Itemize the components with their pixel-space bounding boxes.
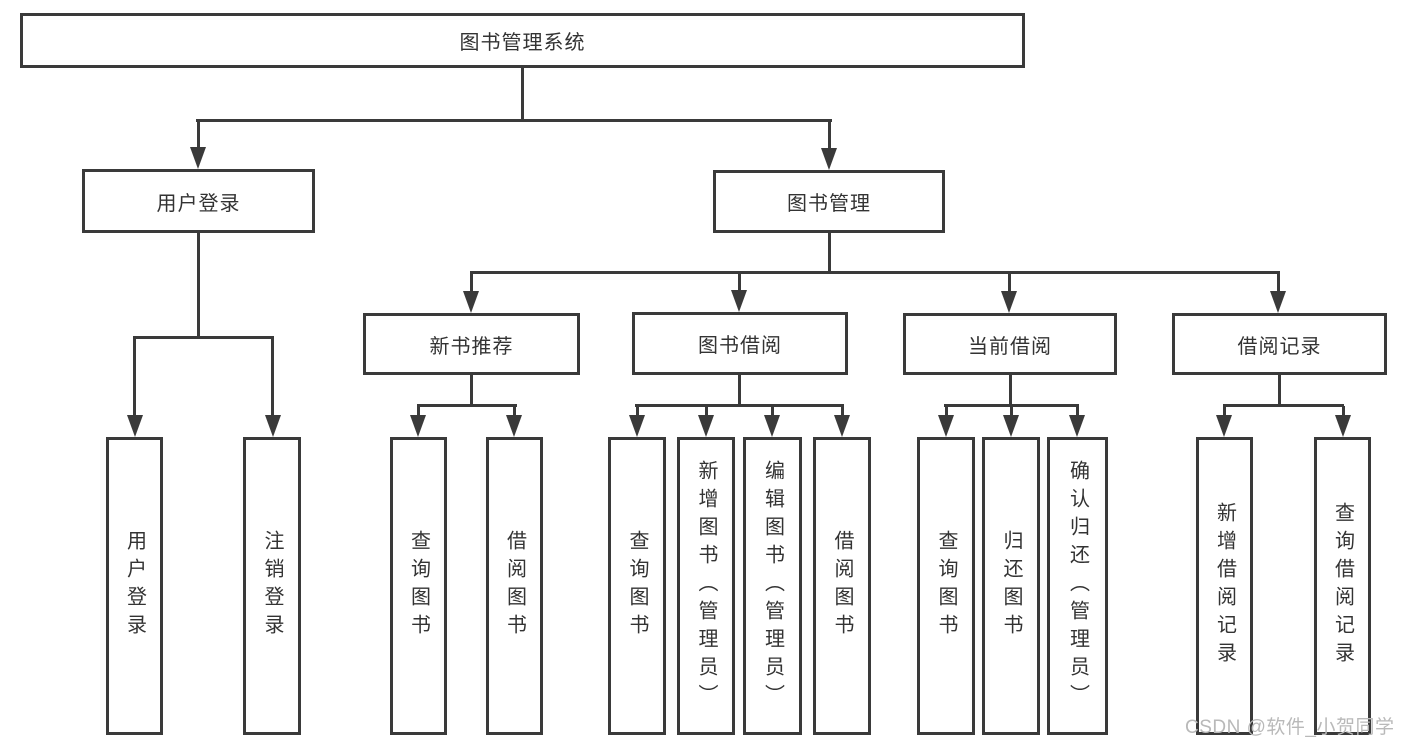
node-root: 图书管理系统 xyxy=(20,13,1025,68)
connector-line xyxy=(1010,406,1013,417)
connector-line xyxy=(417,406,420,417)
leaf-query-books-2: 查询图书 xyxy=(608,437,666,735)
leaf-user-login-label: 用户登录 xyxy=(123,530,146,642)
node-user-login-label: 用户登录 xyxy=(156,192,241,215)
leaf-query-books-3-label: 查询图书 xyxy=(935,530,957,642)
arrowhead-down-icon xyxy=(1003,415,1019,437)
connector-line xyxy=(1277,273,1280,293)
connector-line xyxy=(771,406,774,417)
connector-line xyxy=(197,233,200,339)
leaf-user-login: 用户登录 xyxy=(106,437,163,735)
connector-line xyxy=(470,375,473,406)
node-new-book-recommend-label: 新书推荐 xyxy=(429,335,514,358)
connector-line xyxy=(513,406,516,417)
connector-line xyxy=(705,406,708,417)
node-borrow-records-label: 借阅记录 xyxy=(1237,335,1322,358)
connector-line xyxy=(197,121,200,149)
connector-line xyxy=(1076,406,1079,417)
leaf-query-books-3: 查询图书 xyxy=(917,437,975,735)
arrowhead-down-icon xyxy=(265,415,281,437)
connector-line xyxy=(417,404,517,407)
connector-line xyxy=(271,338,274,416)
leaf-query-books-1: 查询图书 xyxy=(390,437,447,735)
arrowhead-down-icon xyxy=(1001,291,1017,313)
arrowhead-down-icon xyxy=(834,415,850,437)
connector-line xyxy=(636,406,639,417)
csdn-watermark: CSDN @软件_小贺同学 xyxy=(1185,717,1395,738)
leaf-query-borrow-record: 查询借阅记录 xyxy=(1314,437,1371,735)
connector-line xyxy=(945,406,948,417)
leaf-edit-books-admin-label: 编辑图书（管理员） xyxy=(761,460,784,712)
connector-line xyxy=(1008,273,1011,293)
leaf-add-borrow-record: 新增借阅记录 xyxy=(1196,437,1253,735)
arrowhead-down-icon xyxy=(1069,415,1085,437)
leaf-query-books-1-label: 查询图书 xyxy=(407,530,430,642)
connector-line xyxy=(828,233,831,273)
arrowhead-down-icon xyxy=(506,415,522,437)
leaf-borrow-books-1-label: 借阅图书 xyxy=(503,530,526,642)
arrowhead-down-icon xyxy=(698,415,714,437)
node-new-book-recommend: 新书推荐 xyxy=(363,313,580,375)
leaf-query-books-2-label: 查询图书 xyxy=(626,530,648,642)
arrowhead-down-icon xyxy=(629,415,645,437)
arrowhead-down-icon xyxy=(938,415,954,437)
arrowhead-down-icon xyxy=(1216,415,1232,437)
leaf-borrow-books-1: 借阅图书 xyxy=(486,437,543,735)
connector-line xyxy=(1342,406,1345,417)
connector-line xyxy=(1223,404,1344,407)
connector-line xyxy=(738,273,741,293)
arrowhead-down-icon xyxy=(463,291,479,313)
node-root-label: 图书管理系统 xyxy=(459,32,586,54)
node-book-borrow: 图书借阅 xyxy=(632,312,848,375)
leaf-edit-books-admin: 编辑图书（管理员） xyxy=(743,437,802,735)
connector-line xyxy=(133,336,274,339)
leaf-return-books-label: 归还图书 xyxy=(1000,530,1022,642)
node-current-borrow: 当前借阅 xyxy=(903,313,1117,375)
arrowhead-down-icon xyxy=(190,147,206,169)
arrowhead-down-icon xyxy=(731,290,747,312)
connector-line xyxy=(1223,406,1226,417)
node-current-borrow-label: 当前借阅 xyxy=(968,335,1052,358)
connector-line xyxy=(133,338,136,416)
connector-line xyxy=(470,273,473,293)
leaf-confirm-return-admin: 确认归还（管理员） xyxy=(1047,437,1108,735)
connector-line xyxy=(196,119,832,122)
leaf-query-borrow-record-label: 查询借阅记录 xyxy=(1331,502,1354,670)
leaf-borrow-books-2: 借阅图书 xyxy=(813,437,871,735)
leaf-borrow-books-2-label: 借阅图书 xyxy=(831,530,853,642)
arrowhead-down-icon xyxy=(764,415,780,437)
connector-line xyxy=(944,404,1079,407)
arrowhead-down-icon xyxy=(821,148,837,170)
leaf-add-books-admin: 新增图书（管理员） xyxy=(677,437,735,735)
arrowhead-down-icon xyxy=(127,415,143,437)
connector-line xyxy=(828,121,831,150)
arrowhead-down-icon xyxy=(1270,291,1286,313)
leaf-add-books-admin-label: 新增图书（管理员） xyxy=(695,460,717,712)
node-borrow-records: 借阅记录 xyxy=(1172,313,1387,375)
node-user-login: 用户登录 xyxy=(82,169,315,233)
connector-line xyxy=(635,404,844,407)
node-book-management-label: 图书管理 xyxy=(787,193,871,215)
arrowhead-down-icon xyxy=(1335,415,1351,437)
connector-line xyxy=(1009,375,1012,406)
node-book-management: 图书管理 xyxy=(713,170,945,233)
leaf-add-borrow-record-label: 新增借阅记录 xyxy=(1213,502,1236,670)
connector-line xyxy=(1278,375,1281,406)
node-book-borrow-label: 图书借阅 xyxy=(698,335,782,357)
leaf-logout-label: 注销登录 xyxy=(261,530,283,642)
connector-line xyxy=(521,68,524,120)
arrowhead-down-icon xyxy=(410,415,426,437)
connector-line xyxy=(470,271,1280,274)
connector-line xyxy=(841,406,844,417)
leaf-confirm-return-admin-label: 确认归还（管理员） xyxy=(1066,460,1089,712)
leaf-return-books: 归还图书 xyxy=(982,437,1040,735)
connector-line xyxy=(738,375,741,406)
leaf-logout: 注销登录 xyxy=(243,437,301,735)
